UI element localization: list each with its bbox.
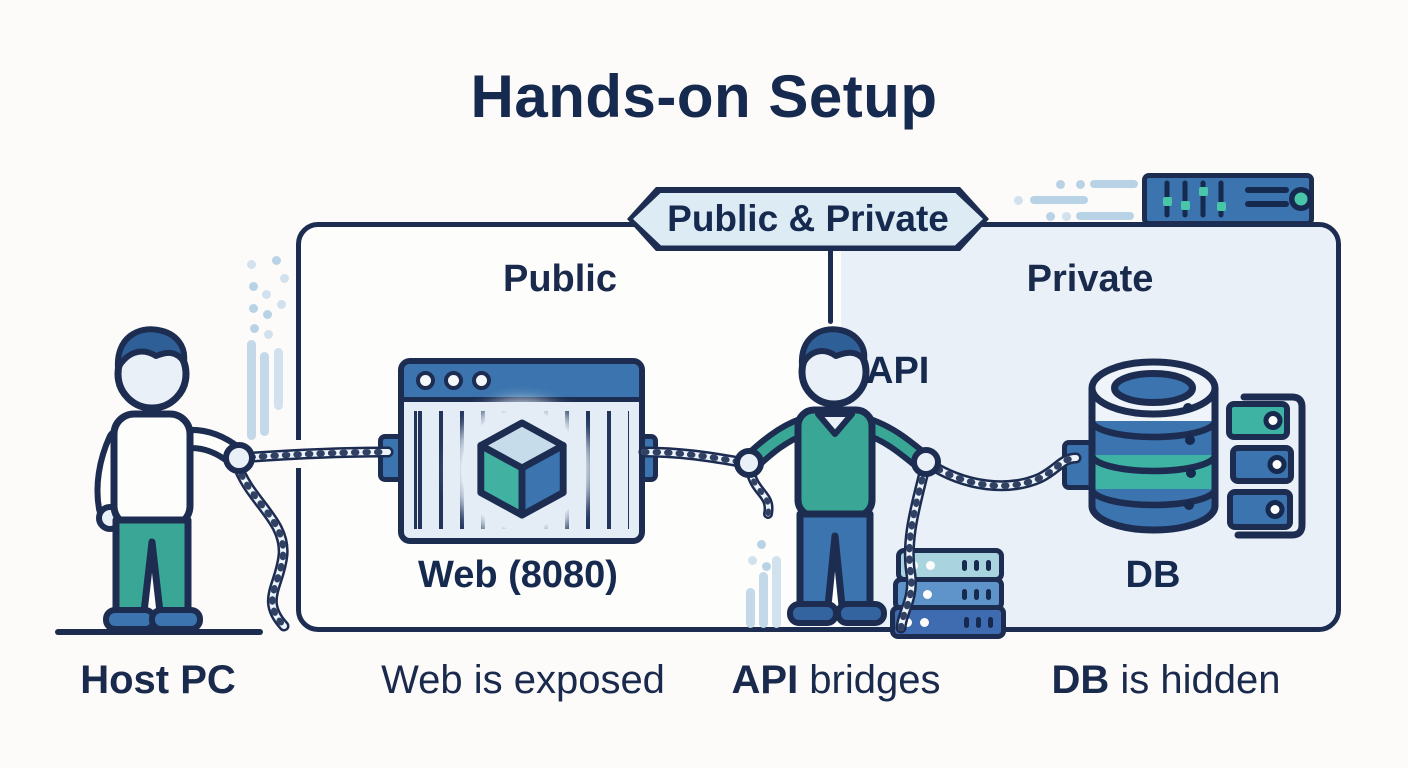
zone-label-public: Public (502, 258, 618, 300)
database-icon (1086, 358, 1221, 538)
caption-db-rest: is hidden (1109, 658, 1281, 702)
browser-window-icon (398, 358, 645, 544)
caption-db: DB is hidden (1051, 658, 1280, 703)
cube-icon (474, 419, 570, 521)
caption-db-bold: DB (1051, 658, 1110, 702)
zone-label-private: Private (1026, 258, 1154, 300)
caption-web-rest: Web is exposed (381, 658, 665, 702)
rack-unit-icon (1142, 173, 1314, 226)
api-person-icon (742, 322, 972, 634)
page-title: Hands-on Setup (470, 63, 938, 130)
browser-dot-icon (416, 371, 435, 390)
public-private-banner: Public & Private (627, 187, 989, 251)
web-label: Web (8080) (418, 554, 618, 596)
caption-api-rest: bridges (798, 658, 941, 702)
db-label: DB (1125, 554, 1181, 596)
divider-line (828, 248, 833, 324)
rope-border-gap (291, 440, 307, 468)
caption-host: Host PC (80, 658, 236, 703)
browser-titlebar (404, 364, 639, 402)
banner-label: Public & Private (633, 192, 983, 246)
server-rack-icon (1226, 392, 1312, 542)
ground-line (55, 629, 263, 635)
browser-dot-icon (472, 371, 491, 390)
caption-web: Web is exposed (381, 658, 665, 703)
caption-api: API bridges (732, 658, 941, 703)
host-person-icon (72, 322, 292, 634)
browser-dot-icon (444, 371, 463, 390)
caption-api-bold: API (731, 658, 799, 702)
caption-host-bold: Host PC (80, 658, 236, 702)
api-label: API (866, 350, 930, 392)
